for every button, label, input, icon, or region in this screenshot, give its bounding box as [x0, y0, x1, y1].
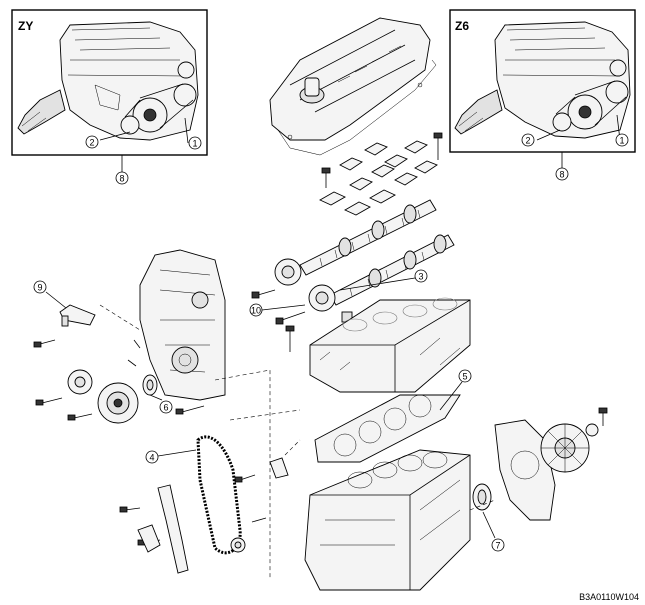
assembly-guide-lines — [99, 304, 496, 580]
inset-z6-callout-8 — [555, 167, 569, 181]
camshaft-sprockets — [251, 258, 353, 325]
camshaft-caps — [319, 132, 443, 216]
inset-zy: ZY 2 1 8 — [11, 9, 208, 185]
svg-text:5: 5 — [462, 372, 467, 382]
callout-7 — [491, 538, 505, 552]
inset-z6-label: Z6 — [455, 19, 469, 33]
svg-text:1: 1 — [619, 136, 624, 146]
cylinder-block — [304, 449, 471, 591]
svg-text:8: 8 — [559, 170, 564, 180]
cylinder-head-cover — [269, 17, 437, 156]
oil-control-valve — [59, 304, 96, 327]
idler-pulley — [67, 369, 93, 395]
inset-z6-callout-1 — [615, 133, 629, 147]
cylinder-head — [285, 297, 471, 393]
end-plate — [494, 419, 556, 521]
inset-z6-engine-sketch — [454, 21, 631, 139]
chain-guides — [137, 457, 289, 574]
timing-chain — [196, 435, 242, 555]
crank-sprocket — [230, 537, 246, 553]
engine-front-cover — [139, 249, 226, 401]
inset-zy-callout-2 — [85, 135, 99, 149]
inset-zy-label: ZY — [18, 19, 33, 33]
svg-text:4: 4 — [149, 453, 154, 463]
callout-10 — [249, 303, 263, 317]
inset-zy-callout-1 — [188, 136, 202, 150]
flywheel-bolts — [585, 407, 608, 437]
inset-z6-callout-2 — [521, 133, 535, 147]
callout-3 — [414, 269, 428, 283]
front-oil-seal — [142, 374, 158, 396]
figure-code: B3A0110W104 — [579, 592, 639, 602]
svg-text:6: 6 — [163, 403, 168, 413]
rear-oil-seal — [472, 483, 492, 511]
callout-4 — [145, 450, 159, 464]
drive-plate — [540, 423, 590, 473]
svg-text:8: 8 — [119, 174, 124, 184]
inset-z6: Z6 2 1 8 — [449, 9, 636, 181]
svg-text:7: 7 — [495, 541, 500, 551]
cylinder-head-gasket — [314, 394, 461, 463]
inset-zy-callout-8 — [115, 171, 129, 185]
callout-9 — [33, 280, 47, 294]
crankshaft-pulley — [97, 382, 139, 424]
svg-text:10: 10 — [251, 306, 261, 316]
callout-6 — [159, 400, 173, 414]
inset-zy-engine-sketch — [17, 21, 199, 141]
camshafts — [299, 199, 455, 306]
svg-text:3: 3 — [418, 272, 423, 282]
svg-text:2: 2 — [89, 138, 94, 148]
callout-5 — [458, 369, 472, 383]
svg-text:9: 9 — [37, 283, 42, 293]
svg-text:2: 2 — [525, 136, 530, 146]
loose-bolts — [33, 339, 267, 546]
svg-text:1: 1 — [192, 139, 197, 149]
